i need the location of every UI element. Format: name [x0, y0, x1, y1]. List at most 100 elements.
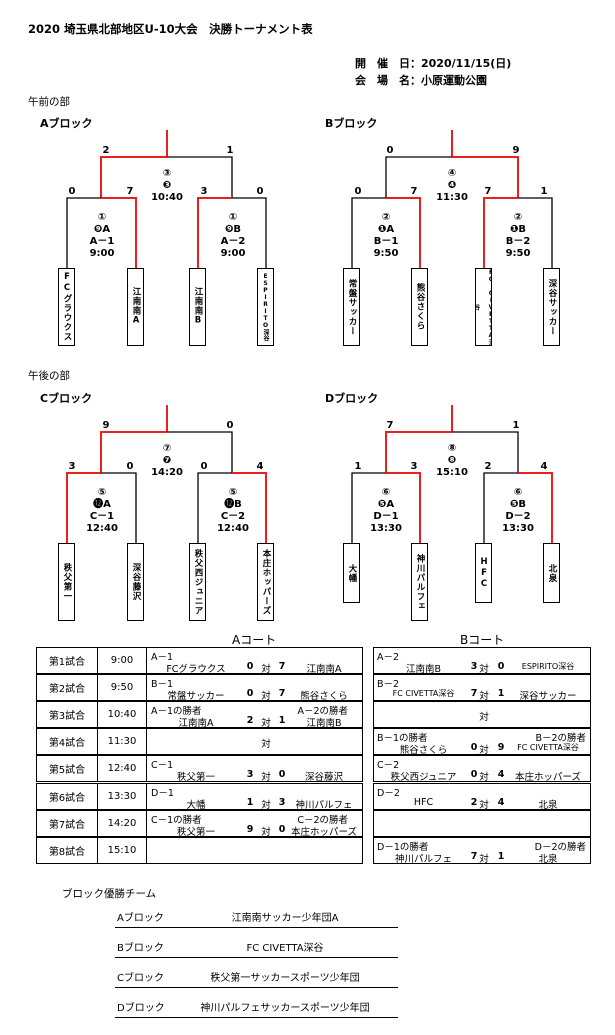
vs-label: 対 — [261, 826, 271, 838]
match-code: D－1の勝者 — [377, 841, 429, 853]
team-left: HFC — [413, 796, 434, 808]
vs-label: 対 — [479, 772, 489, 784]
score: 7 — [484, 186, 492, 197]
team-left: 江南南B — [405, 664, 442, 675]
match-code: D－1 — [151, 787, 174, 799]
score: 3 — [410, 461, 418, 472]
score-right: 1 — [497, 850, 505, 862]
score-right: 7 — [278, 688, 286, 700]
match-name: C－1 — [89, 511, 115, 522]
match-code: B－1の勝者 — [377, 733, 428, 745]
match-number: ① — [228, 212, 238, 223]
team-right: 本庄ホッパーズ — [514, 772, 582, 784]
game-time: 12:40 — [97, 755, 147, 783]
team-left: 常盤サッカー — [167, 691, 225, 703]
match-code: ❺B — [509, 499, 527, 510]
game-number: 第8試合 — [36, 836, 98, 864]
vs-label: 対 — [261, 739, 271, 751]
match-code: D－2 — [377, 787, 400, 799]
score-right: 9 — [497, 742, 505, 754]
score: 0 — [68, 186, 76, 197]
game-time: 9:50 — [97, 674, 147, 702]
team-right: 本庄ホッパーズ — [290, 826, 358, 838]
team-right: 神川パルフェ — [295, 799, 353, 811]
semi-label: ② ❶A B－1 9:50 — [364, 212, 408, 260]
score: 7 — [126, 186, 134, 197]
score: 1 — [354, 461, 362, 472]
team-left: 秩父第一 — [176, 772, 215, 784]
match-code-2: D－2の勝者 — [534, 841, 586, 853]
score-left: 3 — [246, 769, 254, 781]
score-right: 0 — [278, 769, 286, 781]
court-b-title: Bコート — [460, 633, 505, 647]
match-code: ❾A — [93, 224, 111, 235]
match-code: A－1の勝者 — [151, 706, 202, 718]
match-code: ⓬A — [93, 499, 111, 510]
match-code: ⓬B — [224, 499, 242, 510]
match-code-2: B－2の勝者 — [535, 733, 586, 745]
winner-row: Cブロック秩父第一サッカースポーツ少年団 — [115, 965, 398, 988]
bracket-lines — [66, 130, 553, 543]
score: 0 — [126, 461, 134, 472]
team-left: 秩父第一 — [176, 826, 215, 838]
team-box: 江南南B — [189, 268, 206, 346]
score-right: 0 — [497, 661, 505, 672]
score: 0 — [226, 420, 234, 431]
team-box: 常盤サッカー — [343, 268, 360, 346]
match-number: ③ — [162, 168, 172, 179]
game-time: 10:40 — [97, 701, 147, 729]
team-box: 本庄ホッパーズ — [257, 543, 274, 621]
team-box: 北泉 — [543, 543, 560, 603]
score: 9 — [512, 145, 520, 156]
vs-label: 対 — [261, 718, 271, 730]
winner-team: FC CIVETTA深谷 — [246, 943, 324, 954]
match-number: ① — [97, 212, 107, 223]
vs-label: 対 — [261, 664, 271, 675]
score-left: 0 — [470, 769, 478, 781]
score: 2 — [102, 145, 110, 156]
vs-label: 対 — [479, 664, 489, 675]
vs-label: 対 — [479, 853, 489, 865]
game-number: 第4試合 — [36, 728, 98, 756]
match-code: A－1 — [151, 652, 174, 663]
match-number: ② — [381, 212, 391, 223]
block-b-title: Bブロック — [325, 117, 378, 130]
block-a-title: Aブロック — [40, 117, 93, 130]
team-box: FCグラウクス — [58, 268, 75, 346]
score: 3 — [200, 186, 208, 197]
match-code: ❾B — [224, 224, 242, 235]
match-number: ④ — [447, 168, 457, 179]
match-time: 15:10 — [436, 467, 468, 478]
score: 0 — [354, 186, 362, 197]
match-time: 9:00 — [220, 248, 246, 259]
team-right: 熊谷さくら — [300, 691, 348, 703]
score-left: 0 — [246, 661, 254, 672]
game-number: 第7試合 — [36, 809, 98, 837]
match-time: 14:20 — [151, 467, 183, 478]
team-box: 神川パルフェ — [411, 543, 428, 621]
game-cell: 対 — [146, 728, 363, 756]
game-cell: 対 — [373, 809, 591, 837]
match-code: ❸ — [162, 180, 172, 191]
semi-label: ① ❾B A－2 9:00 — [211, 212, 255, 260]
team-box: 深谷サッカー — [543, 268, 560, 346]
match-code: B－2 — [377, 679, 400, 691]
score-left: 3 — [470, 661, 478, 672]
score: 0 — [386, 145, 394, 156]
bracket-d — [351, 405, 553, 543]
score-left: 0 — [470, 742, 478, 754]
team-left: FCグラウクス — [166, 664, 226, 675]
team-left: 神川パルフェ — [394, 853, 452, 865]
score: 1 — [226, 145, 234, 156]
team-box: 深谷藤沢 — [127, 543, 144, 621]
court-a-title: Aコート — [232, 633, 277, 647]
match-number: ⑤ — [97, 487, 107, 498]
